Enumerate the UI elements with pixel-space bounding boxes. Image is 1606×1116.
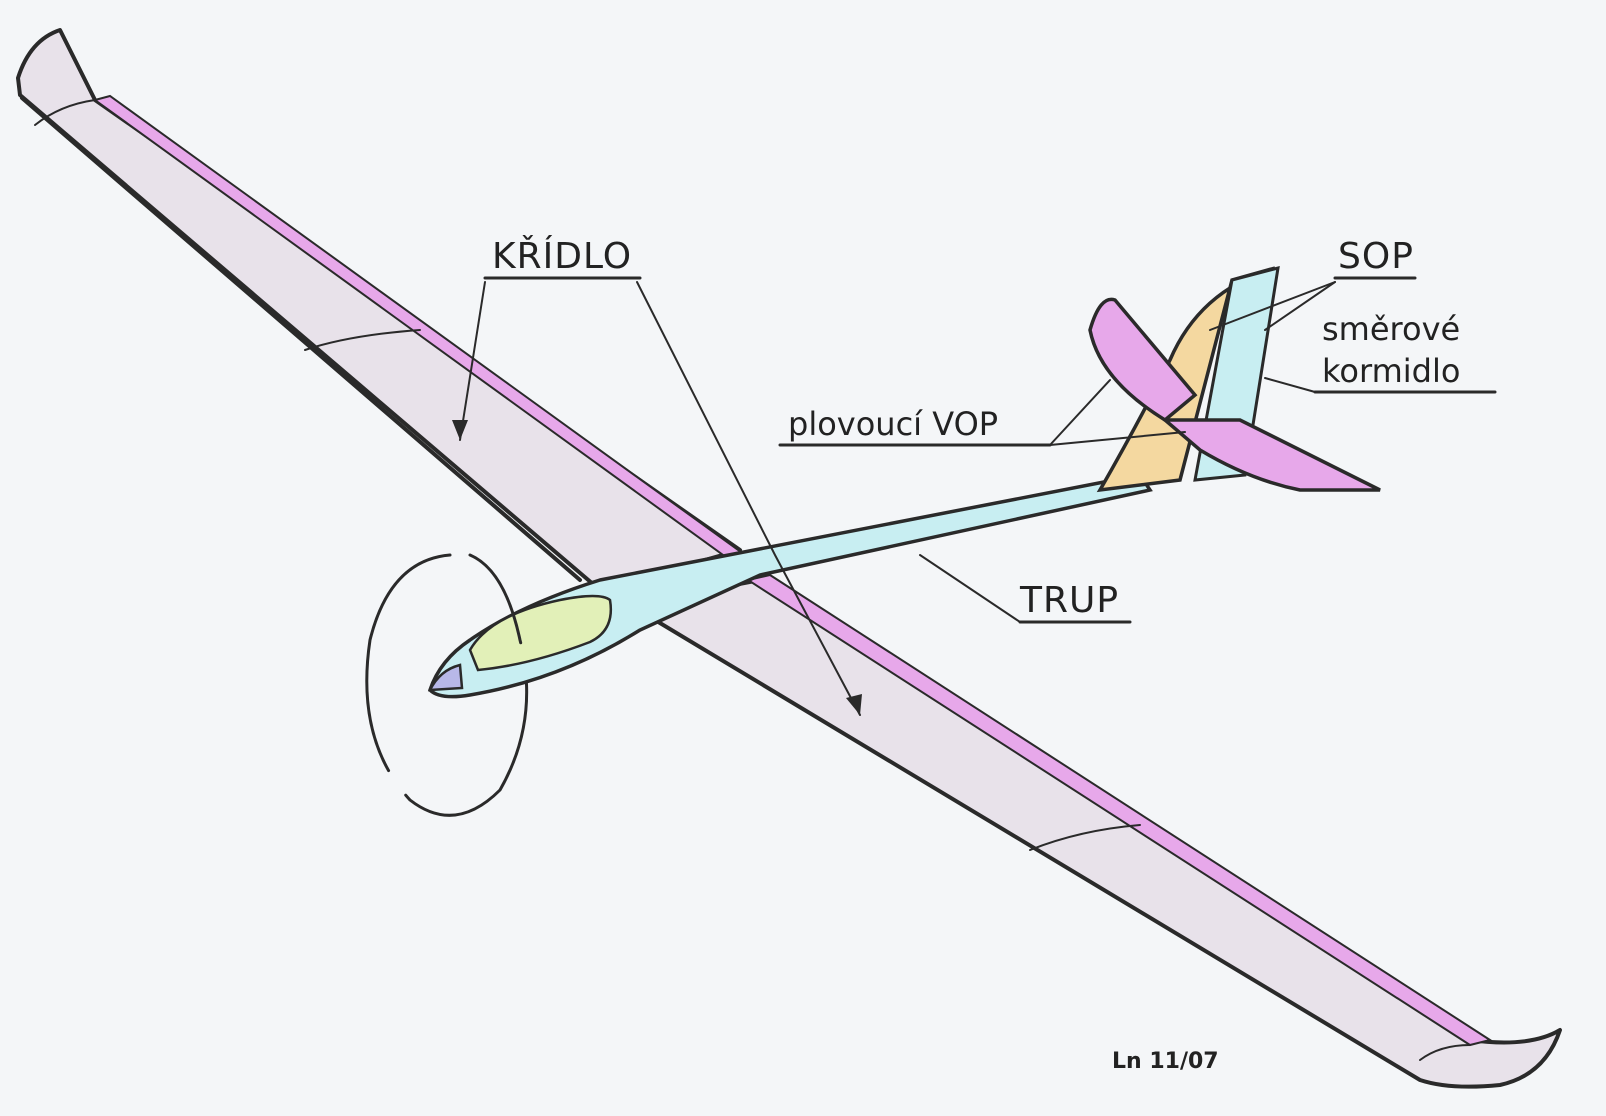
fuselage-body [427, 473, 1153, 699]
label-kridlo: KŘÍDLO [492, 235, 632, 277]
label-sop: SOP [1338, 236, 1414, 277]
signature: Ln 11/07 [1112, 1049, 1219, 1074]
label-plovouci-vop: plovoucí VOP [788, 405, 998, 443]
label-trup: TRUP [1019, 580, 1119, 621]
right-aileron-strip [745, 573, 1493, 1047]
left-wing [16, 28, 748, 592]
leader-lines [452, 276, 1497, 716]
horizontal-tail [1088, 297, 1381, 492]
label-kormidlo: kormidlo [1322, 352, 1460, 390]
right-wing-panel [628, 578, 1562, 1089]
nose-cone [427, 663, 464, 692]
right-stabilizer [1160, 418, 1381, 492]
right-wing [628, 573, 1562, 1089]
left-aileron-strip [92, 94, 748, 562]
label-smerove: směrové [1322, 310, 1460, 348]
propeller-disc [365, 553, 529, 817]
